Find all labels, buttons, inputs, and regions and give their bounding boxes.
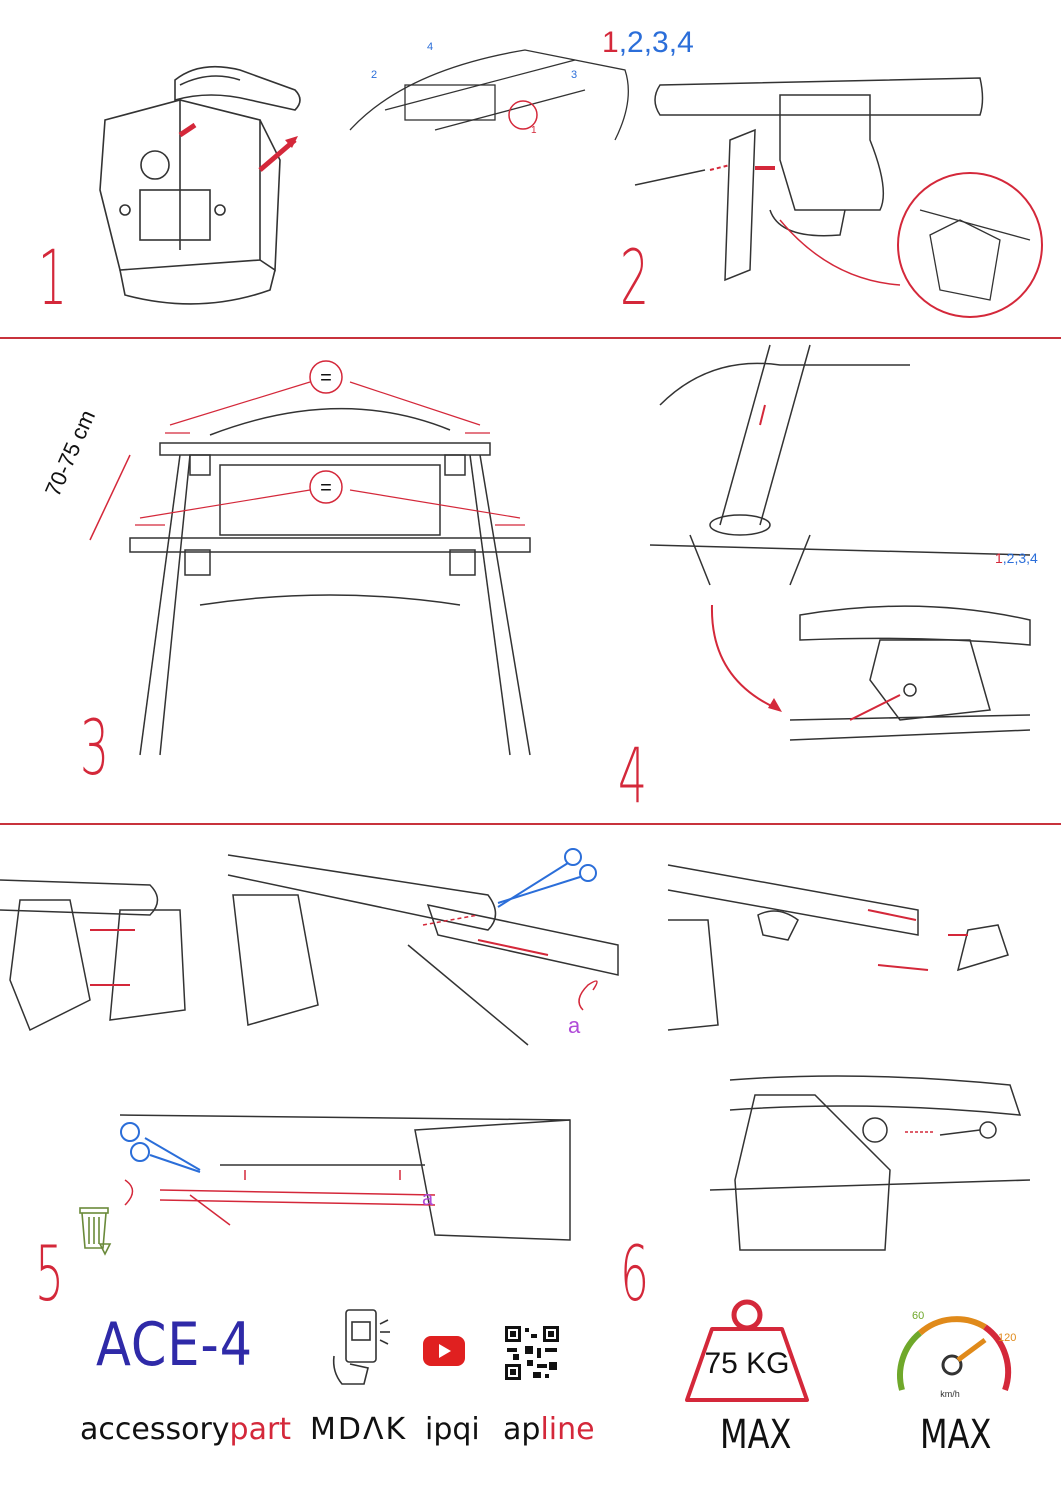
speed-max-label: MAX [920,1412,992,1458]
section-divider-middle [0,823,1061,825]
brand-apline: apline [503,1412,595,1447]
bracket-pin-illustration [634,77,1043,318]
step-number-5: 5 [35,1229,65,1318]
recycle-bin-icon [79,1207,112,1256]
end-cap-illustration [667,864,1009,1031]
strip-cut-illustration: a [227,848,619,1046]
brand-accessorypart: accessorypart [80,1412,292,1447]
speed-unit: km/h [940,1389,960,1399]
corner-label-3: 3 [571,69,577,81]
bar-spacing-illustration: = = [89,360,531,756]
section-divider-top [0,337,1061,339]
brand-mdak: MDΛK [310,1412,408,1447]
qr-code-icon [503,1324,561,1382]
strip-trim-illustration: a [119,1114,571,1241]
key-lock-illustration [709,1075,1031,1251]
foot-clamp-illustration [99,65,301,305]
step-number-2: 2 [620,233,650,322]
speed-tick-low: 60 [912,1310,924,1322]
speedometer-icon: 60 120 km/h [897,1310,1016,1399]
load-weight: 75 KG [704,1347,789,1380]
equal-sign-middle: = [320,477,332,499]
model-code: ACE-4 [96,1310,253,1380]
install-sequence-middle: 1,2,3,4 [995,550,1038,566]
brand-ipqi: ipqi [425,1412,480,1447]
step-number-3: 3 [80,703,110,792]
load-max-label: MAX [720,1412,792,1458]
scissors-icon [497,848,597,908]
scissors-icon [120,1122,201,1173]
step-number-1: 1 [38,233,68,322]
marker-a-2: a [422,1188,434,1210]
foot-lock-illustration [710,604,1031,741]
equal-sign-top: = [320,367,332,389]
car-roof-bars-illustration: 1 2 3 4 [349,41,629,141]
strip-insert-illustration-a [0,879,186,1032]
weight-icon: 75 KG [685,1299,809,1402]
step-number-6: 6 [620,1229,650,1318]
corner-label-1: 1 [531,125,537,136]
install-sequence-top: 1,2,3,4 [602,26,694,59]
corner-label-2: 2 [371,69,377,81]
corner-label-4: 4 [427,41,433,53]
phone-qr-scan-icon [332,1309,390,1385]
youtube-icon [423,1336,465,1366]
speed-tick-high: 120 [998,1332,1016,1344]
step-number-4: 4 [618,731,648,820]
bar-insert-illustration [649,344,1031,586]
marker-a-1: a [568,1013,581,1038]
